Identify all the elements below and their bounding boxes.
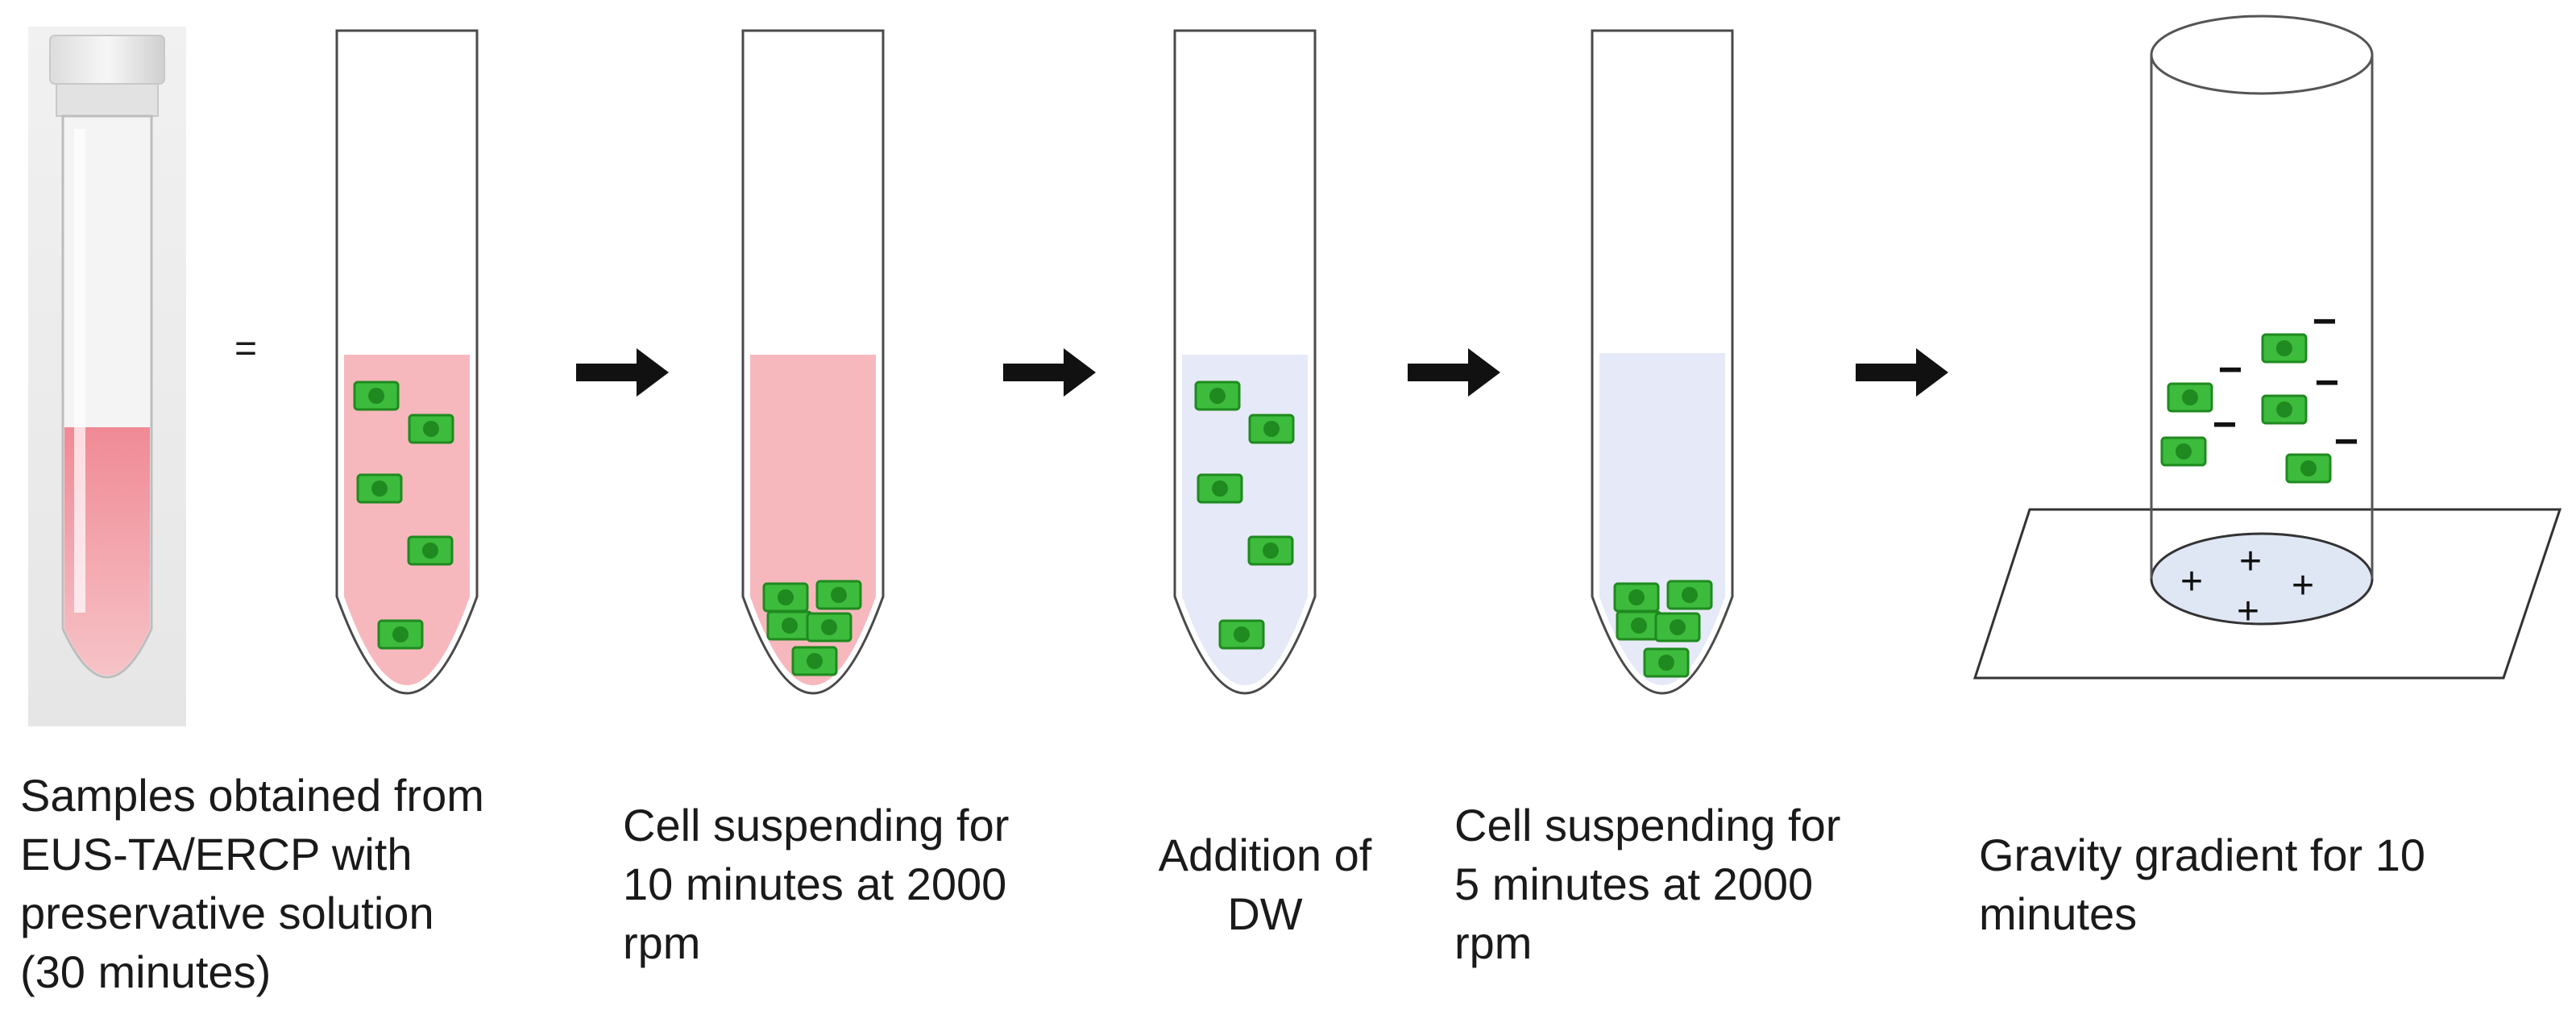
cell-icon	[1194, 381, 1241, 411]
cylinder-icon	[2150, 15, 2374, 626]
cell-icon	[1218, 619, 1265, 650]
negative-charge-label: −	[2315, 360, 2339, 406]
right-arrow-icon	[576, 348, 669, 397]
caption-line: (30 minutes)	[20, 946, 272, 997]
caption-line: Addition of	[1158, 830, 1372, 880]
cell-icon	[407, 535, 454, 566]
caption-step-4: Cell suspending for 5 minutes at 2000 rp…	[1454, 796, 1840, 972]
cell-icon	[2160, 436, 2207, 467]
cell-icon	[1247, 535, 1294, 566]
positive-charge-label: +	[2180, 560, 2203, 603]
cell-icon	[1613, 582, 1660, 613]
right-arrow-icon	[1856, 348, 1948, 397]
cell-icon	[2261, 394, 2308, 425]
conical-tube-icon	[335, 29, 479, 695]
cell-icon	[1248, 414, 1295, 444]
photo-pink-liquid	[64, 427, 150, 676]
cell-icon	[353, 381, 400, 411]
cell-icon	[1616, 610, 1662, 641]
right-arrow-icon	[1003, 348, 1096, 397]
cell-icon	[1666, 580, 1713, 610]
cell-icon	[2167, 382, 2213, 413]
sample-tube-photo	[28, 27, 186, 726]
cell-icon	[791, 646, 838, 676]
caption-line: Gravity gradient for 10	[1979, 830, 2426, 880]
caption-line: rpm	[623, 917, 701, 968]
cell-icon	[1197, 473, 1243, 504]
cell-icon	[1643, 647, 1690, 678]
caption-step-1: Samples obtained from EUS-TA/ERCP with p…	[20, 766, 484, 1001]
cell-icon	[815, 580, 862, 610]
charges-layer: − − − − − + + + +	[2180, 298, 2358, 633]
negative-charge-label: −	[2334, 418, 2358, 465]
caption-line: 10 minutes at 2000	[623, 859, 1007, 909]
caption-line: 5 minutes at 2000	[1454, 859, 1814, 909]
positive-charge-label: +	[2292, 564, 2314, 607]
cell-icon	[408, 414, 454, 444]
conical-tube-icon	[1173, 29, 1317, 695]
caption-step-5: Gravity gradient for 10 minutes	[1979, 825, 2425, 943]
negative-charge-label: −	[2313, 298, 2337, 345]
caption-line: minutes	[1979, 888, 2138, 939]
cell-icon	[377, 619, 424, 650]
cell-icon	[1654, 612, 1701, 642]
caption-line: Samples obtained from	[20, 770, 484, 821]
equals-sign: =	[234, 327, 257, 370]
caption-line: preservative solution	[20, 888, 434, 938]
caption-line: Cell suspending for	[1454, 800, 1841, 850]
cell-icon	[766, 610, 813, 641]
cell-icon	[762, 582, 809, 613]
positive-charge-label: +	[2239, 540, 2262, 583]
right-arrow-icon	[1408, 348, 1500, 397]
cell-icon	[2285, 453, 2332, 484]
caption-line: EUS-TA/ERCP with	[20, 829, 413, 880]
negative-charge-label: −	[2218, 347, 2242, 393]
negative-charge-label: −	[2213, 401, 2237, 448]
caption-line: DW	[1227, 888, 1303, 939]
positive-charge-label: +	[2237, 590, 2259, 633]
caption-step-3: Addition of DW	[1112, 825, 1418, 943]
caption-line: rpm	[1454, 917, 1533, 968]
cell-icon	[2261, 333, 2308, 364]
cells-layer	[353, 333, 2332, 678]
cell-icon	[356, 473, 403, 504]
caption-line: Cell suspending for	[623, 800, 1010, 850]
cell-icon	[806, 612, 852, 642]
caption-step-2: Cell suspending for 10 minutes at 2000 r…	[623, 796, 1009, 972]
